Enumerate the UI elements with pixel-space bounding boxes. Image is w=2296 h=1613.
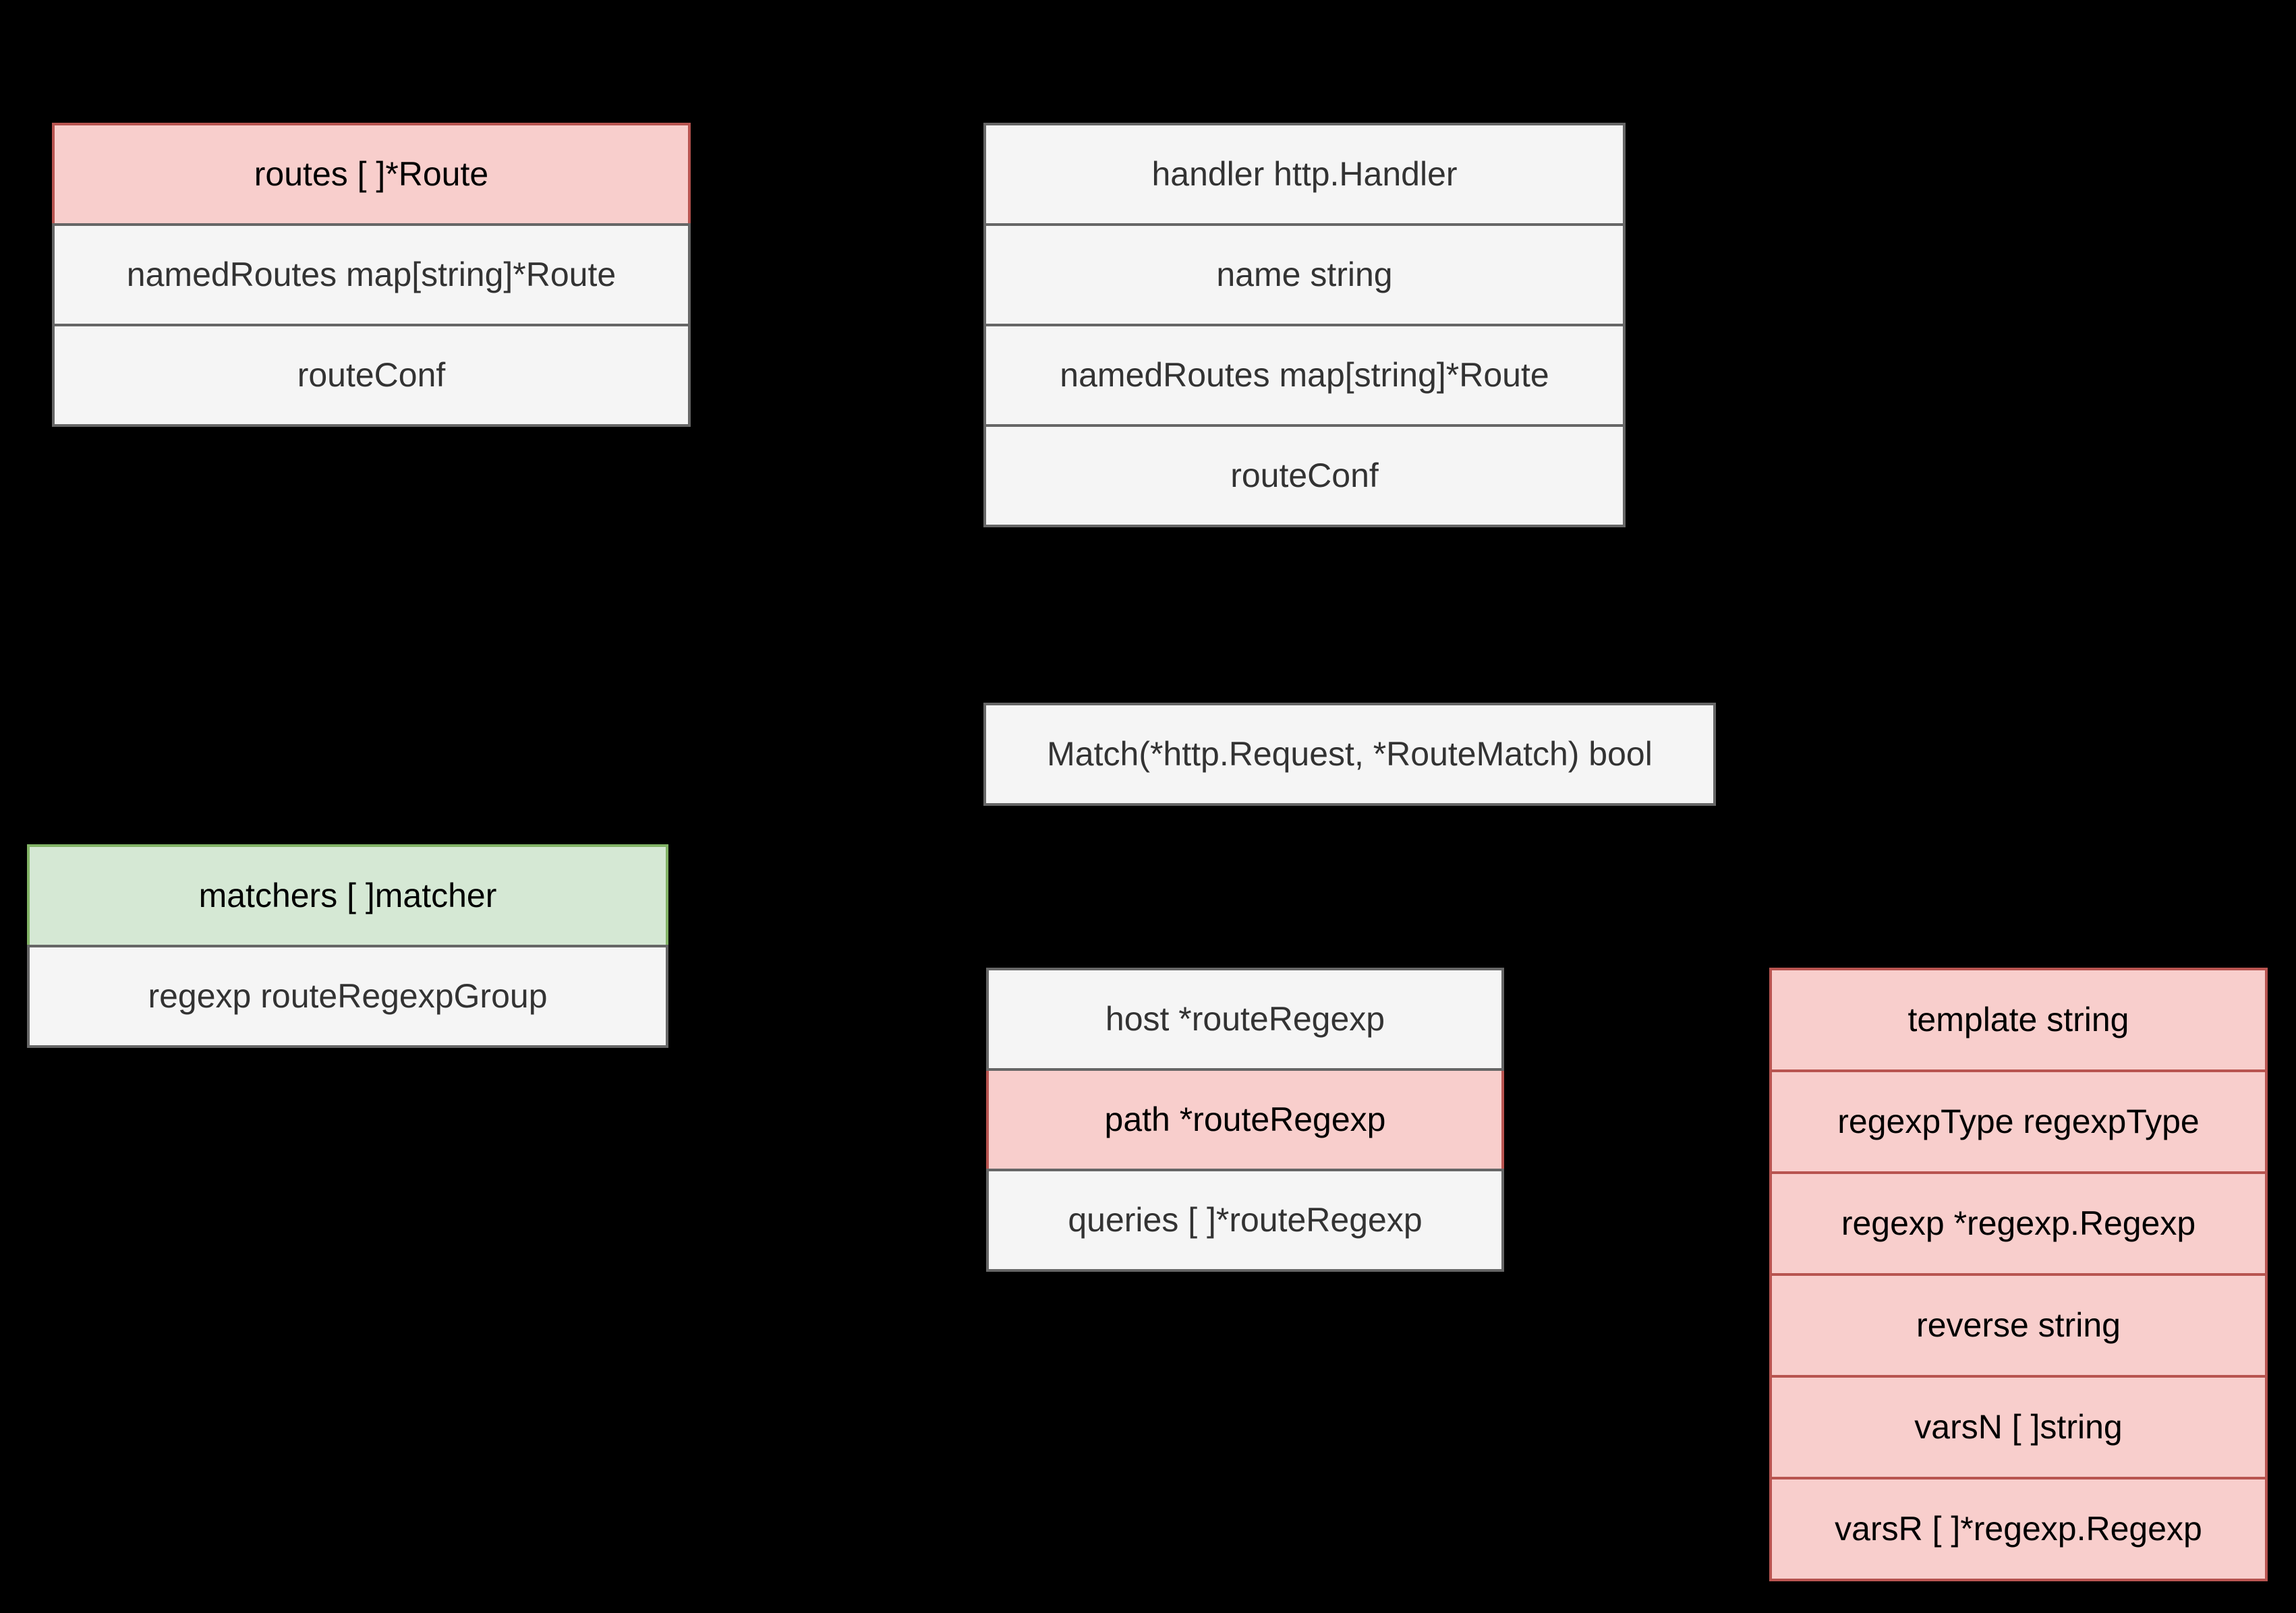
struct-field-row: namedRoutes map[string]*Route bbox=[52, 223, 691, 326]
matcher-interface-box: Match(*http.Request, *RouteMatch) bool bbox=[983, 703, 1716, 806]
struct-field-row: matchers [ ]matcher bbox=[27, 844, 668, 947]
router-struct-box: routes [ ]*Route namedRoutes map[string]… bbox=[52, 123, 691, 427]
method-signature-row: Match(*http.Request, *RouteMatch) bool bbox=[983, 703, 1716, 806]
struct-field-row: varsR [ ]*regexp.Regexp bbox=[1769, 1477, 2268, 1581]
struct-field-row: path *routeRegexp bbox=[986, 1068, 1504, 1171]
struct-field-row: regexp routeRegexpGroup bbox=[27, 945, 668, 1048]
route-struct-box: handler http.Handler name string namedRo… bbox=[983, 123, 1626, 527]
struct-field-row: namedRoutes map[string]*Route bbox=[983, 324, 1626, 427]
struct-field-row: routes [ ]*Route bbox=[52, 123, 691, 226]
struct-field-row: regexpType regexpType bbox=[1769, 1069, 2268, 1174]
struct-field-row: handler http.Handler bbox=[983, 123, 1626, 226]
struct-field-row: varsN [ ]string bbox=[1769, 1375, 2268, 1479]
struct-field-row: queries [ ]*routeRegexp bbox=[986, 1169, 1504, 1272]
route-conf-box: matchers [ ]matcher regexp routeRegexpGr… bbox=[27, 844, 668, 1048]
route-regexp-group-box: host *routeRegexp path *routeRegexp quer… bbox=[986, 968, 1504, 1272]
struct-field-row: template string bbox=[1769, 968, 2268, 1072]
struct-field-row: host *routeRegexp bbox=[986, 968, 1504, 1071]
struct-field-row: name string bbox=[983, 223, 1626, 326]
struct-field-row: routeConf bbox=[52, 324, 691, 427]
route-regexp-struct-box: template string regexpType regexpType re… bbox=[1769, 968, 2268, 1581]
struct-field-row: routeConf bbox=[983, 424, 1626, 527]
struct-field-row: regexp *regexp.Regexp bbox=[1769, 1171, 2268, 1276]
struct-field-row: reverse string bbox=[1769, 1273, 2268, 1378]
